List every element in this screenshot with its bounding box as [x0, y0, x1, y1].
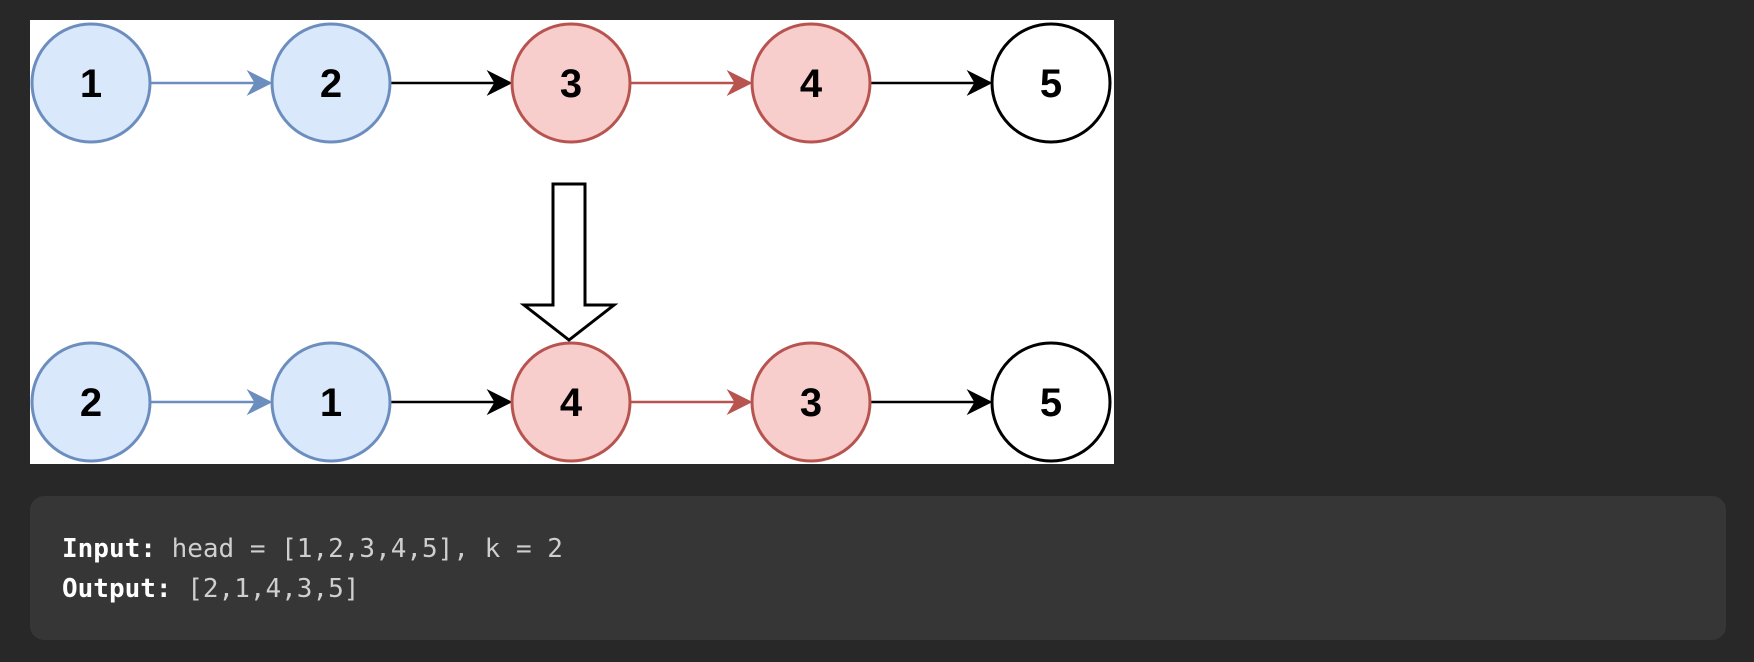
after-node-3: 4 — [510, 341, 632, 463]
before-node-2: 2 — [270, 22, 392, 144]
after-node-circle — [270, 341, 392, 463]
after-node-circle — [510, 341, 632, 463]
after-node-label: 3 — [800, 381, 822, 425]
output-value: [2,1,4,3,5] — [171, 574, 360, 604]
diagram-canvas: 1 2 3 4 5 2 1 4 3 5 — [30, 22, 1112, 463]
example-output-line: Output: [2,1,4,3,5] — [62, 574, 359, 604]
after-node-circle — [30, 341, 152, 463]
before-node-circle — [510, 22, 632, 144]
before-node-circle — [990, 22, 1112, 144]
before-list: 1 2 3 4 5 — [30, 22, 1112, 144]
after-node-label: 4 — [560, 381, 583, 425]
input-label: Input: — [62, 534, 156, 564]
before-node-label: 3 — [560, 62, 582, 106]
after-node-5: 5 — [990, 341, 1112, 463]
after-node-2: 1 — [270, 341, 392, 463]
example-block: Input: head = [1,2,3,4,5], k = 2 Output:… — [30, 496, 1726, 640]
before-node-circle — [30, 22, 152, 144]
output-label: Output: — [62, 574, 172, 604]
before-node-1: 1 — [30, 22, 152, 144]
before-node-4: 4 — [750, 22, 872, 144]
before-node-label: 1 — [80, 62, 102, 106]
linked-list-diagram: 1 2 3 4 5 2 1 4 3 5 — [30, 20, 1114, 464]
after-node-4: 3 — [750, 341, 872, 463]
before-node-5: 5 — [990, 22, 1112, 144]
after-node-label: 2 — [80, 381, 102, 425]
after-node-label: 1 — [320, 381, 342, 425]
before-node-label: 5 — [1040, 62, 1062, 106]
before-node-label: 2 — [320, 62, 342, 106]
input-value: head = [1,2,3,4,5], k = 2 — [155, 534, 563, 564]
example-input-line: Input: head = [1,2,3,4,5], k = 2 — [62, 534, 563, 564]
transform-down-arrow-icon — [519, 182, 619, 342]
before-node-circle — [270, 22, 392, 144]
after-node-1: 2 — [30, 341, 152, 463]
before-node-circle — [750, 22, 872, 144]
after-node-label: 5 — [1040, 381, 1062, 425]
after-node-circle — [750, 341, 872, 463]
after-list: 2 1 4 3 5 — [30, 341, 1112, 463]
before-node-3: 3 — [510, 22, 632, 144]
before-node-label: 4 — [800, 62, 823, 106]
after-node-circle — [990, 341, 1112, 463]
